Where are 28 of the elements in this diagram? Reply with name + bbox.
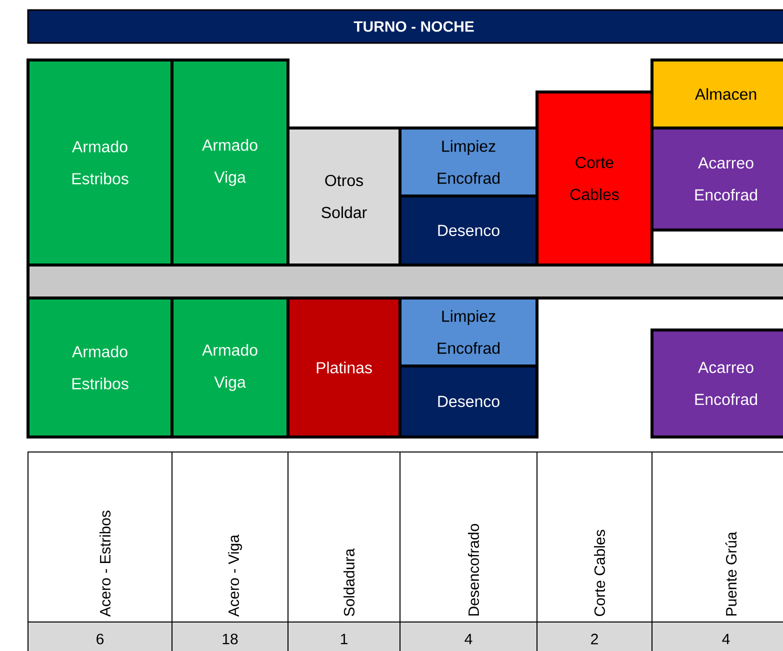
header-cell: Acero - Estribos xyxy=(28,452,172,622)
task-box: Desenco xyxy=(398,364,538,438)
value-cell: 6 xyxy=(28,622,172,651)
value-cell: 4 xyxy=(400,622,538,651)
task-box: Acarreo Encofrad xyxy=(650,328,783,438)
header-cell: Puente Grúa xyxy=(652,452,783,622)
header-cell: Soldadura xyxy=(288,452,400,622)
task-box: Limpiez Encofrad xyxy=(398,296,538,368)
task-box: Otros Soldar xyxy=(286,126,402,266)
task-box: Armado Estribos xyxy=(26,296,174,438)
task-box: Desenco xyxy=(398,194,538,266)
task-box: Corte Cables xyxy=(536,90,654,266)
divider-band xyxy=(26,264,783,300)
task-box: Armado Viga xyxy=(170,58,290,266)
header-cell: Corte Cables xyxy=(536,452,652,622)
value-cell: 18 xyxy=(172,622,288,651)
header-cell: Desencofrado xyxy=(400,452,538,622)
value-cell: 1 xyxy=(288,622,400,651)
value-cell: 2 xyxy=(536,622,652,651)
task-box: Almacen xyxy=(650,58,783,130)
header-cell: Acero - Viga xyxy=(172,452,288,622)
task-box: Armado Estribos xyxy=(26,58,174,266)
task-box: Armado Viga xyxy=(170,296,290,438)
title-bar: TURNO - NOCHE xyxy=(27,9,783,44)
task-box: Acarreo Encofrad xyxy=(650,126,783,232)
value-cell: 4 xyxy=(652,622,783,651)
task-box: Platinas xyxy=(286,296,402,438)
task-box: Limpiez Encofrad xyxy=(398,126,538,198)
